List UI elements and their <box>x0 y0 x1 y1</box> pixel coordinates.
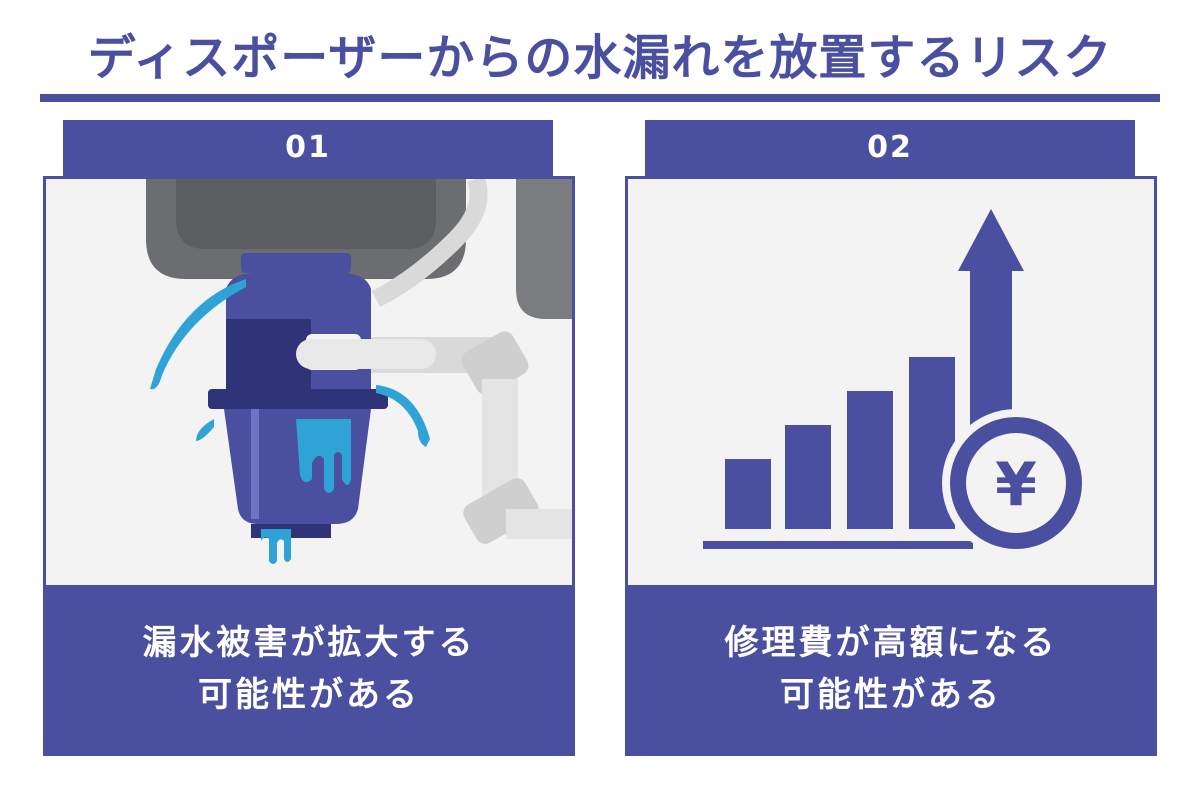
disposer-leak-illustration <box>46 179 572 585</box>
card-caption-01: 漏水被害が拡大する 可能性がある <box>46 585 572 753</box>
caption-line-1: 漏水被害が拡大する <box>142 623 476 663</box>
drain-pipe <box>516 179 572 319</box>
card-number-tab-02: 02 <box>645 120 1135 176</box>
bar-3 <box>847 391 893 529</box>
title-underline <box>40 94 1160 102</box>
water-drip <box>296 419 351 493</box>
water-leak-right <box>376 385 430 447</box>
disposer-ring <box>208 389 388 409</box>
bar-1 <box>725 459 771 529</box>
card-caption-02: 修理費が高額になる 可能性がある <box>628 585 1154 753</box>
cost-increase-illustration: ¥ <box>628 179 1154 585</box>
water-leak-left <box>150 279 246 390</box>
chart-baseline <box>703 541 973 549</box>
page-title: ディスポーザーからの水漏れを放置するリスク <box>87 30 1113 86</box>
risk-card-02: ¥ 修理費が高額になる 可能性がある <box>625 176 1157 756</box>
risk-card-01: 漏水被害が拡大する 可能性がある <box>43 176 575 756</box>
caption-line-2: 可能性がある <box>780 675 1002 715</box>
caption-line-1: 修理費が高額になる <box>724 623 1058 663</box>
caption-line-2: 可能性がある <box>198 675 420 715</box>
disposer-flange <box>241 253 351 273</box>
card-number-tab-01: 01 <box>63 120 553 176</box>
bar-2 <box>785 425 831 529</box>
yen-symbol: ¥ <box>995 450 1037 520</box>
rising-arrow-head <box>958 209 1024 271</box>
